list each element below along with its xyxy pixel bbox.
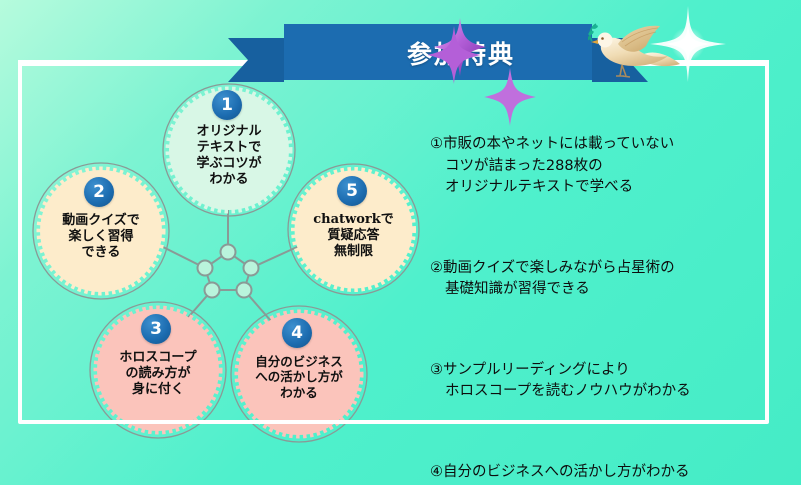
bubble-badge: 2 bbox=[84, 177, 114, 207]
list-item: ②動画クイズで楽しみながら占星術の 基礎知識が習得できる bbox=[430, 236, 760, 323]
bubble-chatwork: 5 chatworkで 質疑応答 無制限 bbox=[286, 162, 421, 297]
benefit-head-4: ④自分のビジネスへの活かし方がわかる bbox=[430, 463, 690, 480]
bubble-label: オリジナル テキストで 学ぶコツが わかる bbox=[196, 124, 262, 187]
list-item: ①市販の本やネットには載っていない コツが詰まった288枚の オリジナルテキスト… bbox=[430, 112, 760, 221]
banner-ribbon: 参加特典 bbox=[228, 18, 648, 126]
bubble-badge: 5 bbox=[337, 176, 367, 206]
bubble-label: ホロスコープ の読み方が 身に付く bbox=[119, 350, 197, 397]
bubble-badge: 4 bbox=[282, 318, 312, 348]
benefit-cont-1: コツが詰まった288枚の オリジナルテキストで学べる bbox=[445, 157, 634, 196]
list-item: ④自分のビジネスへの活かし方がわかる bbox=[430, 440, 760, 484]
starburst-sparkle-icon bbox=[650, 6, 726, 82]
bubble-label: 動画クイズで 楽しく習得 できる bbox=[62, 213, 140, 260]
small-sparkle-icon bbox=[427, 26, 481, 84]
small-sparkle-icon bbox=[484, 68, 536, 126]
benefit-head-2: ②動画クイズで楽しみながら占星術の bbox=[430, 259, 675, 276]
bubble-business: 4 自分のビジネス への活かし方が わかる bbox=[229, 304, 369, 444]
hub-node bbox=[196, 259, 214, 277]
hub-node bbox=[203, 281, 221, 299]
bubble-original-text: 1 オリジナル テキストで 学ぶコツが わかる bbox=[161, 82, 297, 218]
list-item: ③サンプルリーディングにより ホロスコープを読むノウハウがわかる bbox=[430, 338, 760, 425]
dove-with-olive-branch-icon bbox=[588, 23, 680, 78]
hub-node bbox=[235, 281, 253, 299]
benefit-cont-2: 基礎知識が習得できる bbox=[445, 281, 590, 298]
bubble-horoscope: 3 ホロスコープ の読み方が 身に付く bbox=[88, 300, 228, 440]
hub-node bbox=[242, 259, 260, 277]
benefit-head-3: ③サンプルリーディングにより bbox=[430, 361, 630, 378]
benefit-cont-3: ホロスコープを読むノウハウがわかる bbox=[445, 383, 691, 400]
hub-node bbox=[219, 243, 237, 261]
benefit-head-1: ①市販の本やネットには載っていない bbox=[430, 135, 675, 152]
bubble-video-quiz: 2 動画クイズで 楽しく習得 できる bbox=[31, 161, 171, 301]
bubble-label: chatworkで 質疑応答 無制限 bbox=[313, 212, 394, 259]
bubble-badge: 3 bbox=[141, 314, 171, 344]
bubble-badge: 1 bbox=[212, 90, 242, 120]
benefits-list: ①市販の本やネットには載っていない コツが詰まった288枚の オリジナルテキスト… bbox=[430, 112, 760, 485]
bubble-label: 自分のビジネス への活かし方が わかる bbox=[255, 354, 343, 400]
